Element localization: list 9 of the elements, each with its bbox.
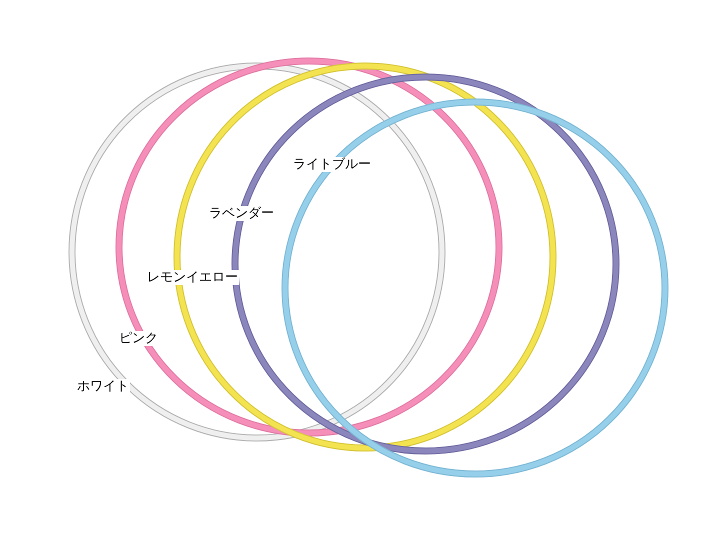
hoop-ring <box>68 62 446 442</box>
hoop-ring <box>173 62 557 452</box>
color-label: レモンイエロー <box>146 270 239 285</box>
hoop-ring <box>281 98 669 478</box>
color-label: ラベンダー <box>208 206 275 221</box>
color-label: ホワイト <box>76 379 130 394</box>
hoop-ring <box>115 57 503 437</box>
color-label: ライトブルー <box>292 157 372 172</box>
color-label: ピンク <box>118 331 159 346</box>
